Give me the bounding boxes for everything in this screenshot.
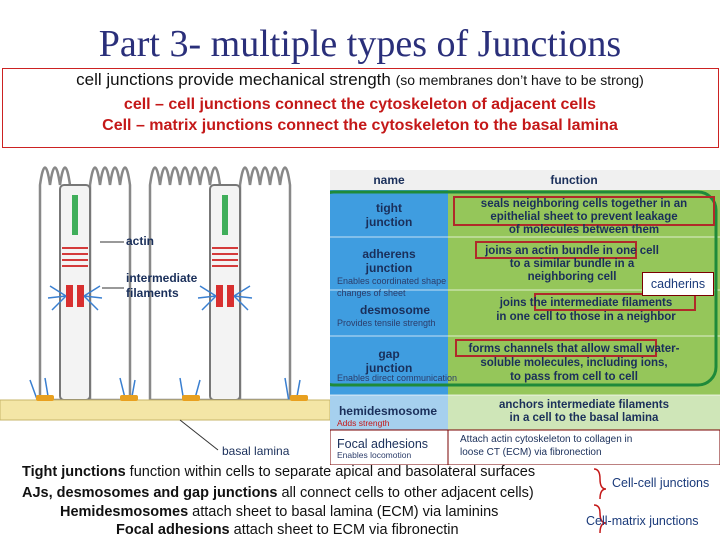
tight-junction-mark-left — [72, 195, 78, 235]
name-column-bg — [330, 170, 448, 395]
brace-cell-matrix — [593, 504, 607, 534]
intro-line: cell junctions provide mechanical streng… — [0, 70, 720, 90]
slide-title: Part 3- multiple types of Junctions — [98, 23, 622, 65]
summary-line-2: AJs, desmosomes and gap junctions all co… — [22, 485, 534, 501]
hemidesmosome-function-1: anchors intermediate filaments — [499, 399, 669, 411]
epithelium-diagram: actin intermediate filaments basal lamin… — [0, 166, 330, 458]
summary-l2-bold: AJs, desmosomes and gap junctions — [22, 485, 278, 501]
summary-l1-bold: Tight junctions — [22, 464, 126, 480]
basal-lamina-band — [0, 399, 330, 421]
adherens-name-1: adherens — [362, 247, 416, 261]
focal-name-box — [330, 429, 449, 465]
focal-function-box — [447, 429, 720, 465]
junction-table: name function tight junction adherens ju… — [330, 170, 720, 465]
summary-l4-rest: attach sheet to ECM via fibronectin — [229, 522, 459, 538]
gap-name-1: gap — [378, 347, 399, 361]
tight-name-2: junction — [365, 215, 413, 229]
tight-function-2: epithelial sheet to prevent leakage — [490, 211, 677, 223]
cell-1-microvilli — [38, 166, 72, 402]
tight-function-1: seals neighboring cells together in an — [481, 198, 687, 210]
cadherins-callout: cadherins — [642, 272, 714, 296]
intermediate-filaments-label-2: filaments — [126, 286, 179, 300]
header-name: name — [373, 173, 405, 187]
adherens-name-2: junction — [365, 261, 413, 275]
summary-l3-rest: attach sheet to basal lamina (ECM) via l… — [188, 504, 499, 520]
basal-lamina-label: basal lamina — [222, 444, 290, 458]
focal-name: Focal adhesions — [337, 437, 428, 451]
cell-4-microvilli — [238, 166, 292, 402]
adherens-function-1: joins an actin bundle in one cell — [484, 245, 659, 257]
focal-note: Enables locomotion — [337, 450, 411, 460]
summary: Tight junctions function within cells to… — [0, 462, 720, 540]
hemidesmosome-note: Adds strength — [337, 418, 390, 428]
desmosome-note: Provides tensile strength — [337, 318, 436, 328]
gap-note: Enables direct communication — [337, 373, 457, 383]
adherens-note-1: Enables coordinated shape — [337, 276, 446, 286]
cell-cell-highlight — [330, 190, 718, 387]
adherens-note-2: changes of sheet — [337, 288, 406, 298]
summary-line-1: Tight junctions function within cells to… — [22, 464, 535, 480]
gap-name-2: junction — [365, 361, 413, 375]
table-header-bg — [330, 170, 720, 190]
cell-2-microvilli — [88, 166, 132, 402]
cell-cell-line: cell – cell junctions connect the cytosk… — [123, 96, 597, 113]
desmosome-name: desmosome — [360, 303, 430, 317]
brace-group — [593, 468, 607, 534]
focal-function-2: loose CT (ECM) via fibronection — [460, 447, 602, 458]
intermediate-filaments-label-1: intermediate — [126, 271, 198, 285]
adherens-function-3: neighboring cell — [528, 271, 617, 283]
intro-paren: (so membranes don’t have to be strong) — [395, 72, 644, 88]
adherens-function-2: to a similar bundle in a — [510, 258, 635, 270]
tight-junction-mark-right — [222, 195, 228, 235]
actin-label: actin — [126, 234, 154, 248]
gap-function-2: soluble molecules, including ions, — [480, 357, 667, 369]
header-function: function — [550, 173, 597, 187]
intro-box — [2, 68, 719, 148]
brace-label-cell-matrix: Cell-matrix junctions — [586, 514, 699, 528]
hemidesmosome-name-bg — [330, 395, 448, 430]
intro-main: cell junctions provide mechanical streng… — [76, 70, 391, 89]
summary-l4-bold: Focal adhesions — [116, 522, 230, 538]
summary-l2-rest: all connect cells to other adjacent cell… — [277, 485, 534, 501]
summary-l3-bold: Hemidesmosomes — [60, 504, 189, 520]
gap-function-3: to pass from cell to cell — [510, 371, 638, 383]
cell-matrix-line: Cell – matrix junctions connect the cyto… — [102, 117, 618, 134]
focal-function-1: Attach actin cytoskeleton to collagen in — [460, 434, 632, 445]
tight-function-3: of molecules between them — [509, 224, 659, 236]
summary-line-4: Focal adhesions attach sheet to ECM via … — [116, 522, 459, 538]
summary-line-3: Hemidesmosomes attach sheet to basal lam… — [60, 504, 498, 520]
tight-name-1: tight — [376, 201, 402, 215]
desmosome-function-1: joins the intermediate filaments — [499, 297, 673, 309]
hemidesmosome-function-2: in a cell to the basal lamina — [510, 412, 660, 424]
gap-function-1: forms channels that allow small water- — [469, 343, 680, 355]
cell-3-microvilli — [148, 166, 222, 402]
hemidesmosome-function-bg — [448, 395, 720, 430]
summary-l1-rest: function within cells to separate apical… — [125, 464, 536, 480]
brace-label-cell-cell: Cell-cell junctions — [612, 476, 710, 490]
hemidesmosome-name: hemidesmosome — [339, 404, 437, 418]
brace-cell-cell — [593, 468, 607, 500]
desmosome-function-2: in one cell to those in a neighbor — [496, 311, 676, 323]
